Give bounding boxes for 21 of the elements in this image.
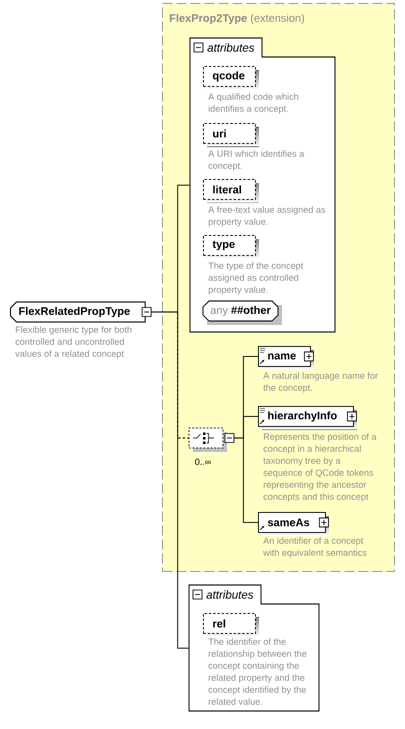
attribute-box: rel: [203, 613, 259, 637]
attribute-box: type: [203, 235, 259, 259]
description-text: A qualified code which identifies a concept.: [208, 93, 298, 114]
element-box: hierarchyInfo: [258, 406, 357, 430]
description-text: A free-text value assigned as property value.: [208, 206, 326, 227]
attribute-box: literal: [203, 179, 259, 203]
occurrence-label: 0..∞: [195, 458, 211, 465]
description-text: A natural language name for the concept.: [263, 372, 378, 393]
description-text: Flexible generic type for both controlled and uncontrolled values of a related concept: [15, 326, 132, 359]
wildcard-box: any ##other: [202, 300, 282, 325]
attribute-box: qcode: [203, 66, 259, 90]
connector-line: [233, 438, 258, 523]
element-box: name: [258, 346, 314, 370]
element-box: sameAs: [258, 512, 329, 536]
attribute-box: uri: [203, 123, 259, 147]
description-text: Represents the position of a concept in a hierarchical taxonomy tree by a sequence of QCode tokens representing the ancestor concepts and this concept: [263, 433, 376, 502]
description-text: The identifier of the relationship between the concept containing the related property and the concept identified by the related value.: [208, 638, 306, 705]
type-box: FlexRelatedPropType: [10, 302, 146, 322]
description-text: An identifier of a concept with equivalent semantics: [263, 537, 367, 558]
description-text: The type of the concept assigned as controlled property value.: [208, 262, 304, 295]
description-text: A URI which identifies a concept.: [208, 150, 304, 171]
